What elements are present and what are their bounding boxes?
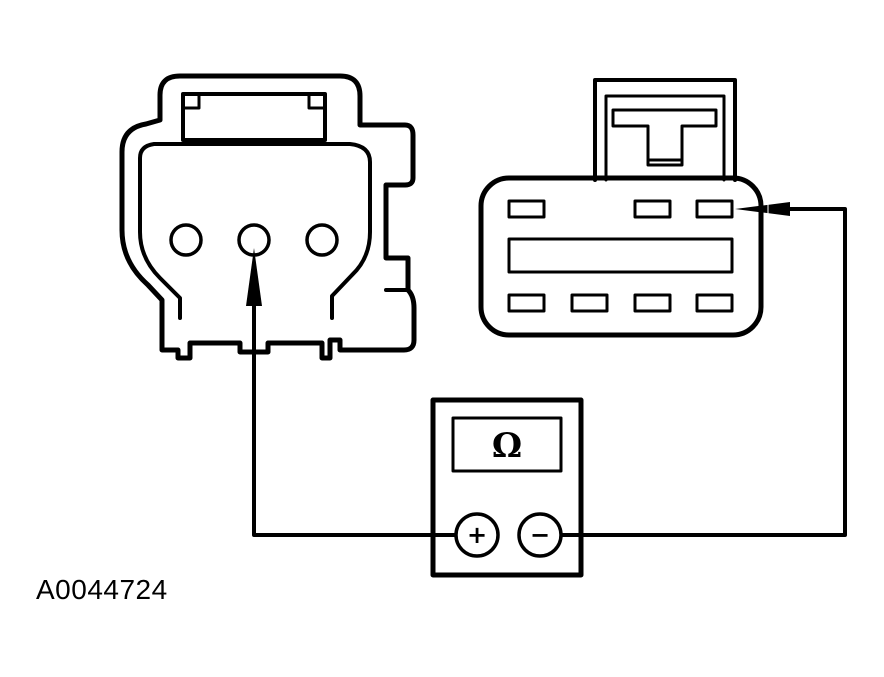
negative-terminal xyxy=(517,512,563,558)
center-slot xyxy=(507,237,734,274)
terminal-slot xyxy=(633,293,672,313)
right-connector xyxy=(478,78,764,338)
ohm-symbol: Ω xyxy=(492,426,522,466)
positive-lead-wire xyxy=(252,338,457,537)
positive-probe xyxy=(246,248,262,340)
positive-terminal xyxy=(454,512,500,558)
negative-terminal-label: − xyxy=(530,521,550,549)
ohmmeter: Ω + − xyxy=(430,397,584,578)
negative-probe xyxy=(735,202,790,216)
terminal-slot xyxy=(633,199,672,219)
left-connector xyxy=(119,73,417,361)
probe-tip-positive xyxy=(246,248,262,306)
negative-lead-wire xyxy=(560,207,847,537)
probe-tip-negative xyxy=(735,202,790,216)
test-leads xyxy=(252,207,847,537)
ohmmeter-display xyxy=(451,416,563,473)
terminal-slot xyxy=(507,199,546,219)
ohmmeter-body xyxy=(430,397,584,578)
figure-id: A0044724 xyxy=(36,574,168,605)
right-pin-socket xyxy=(305,223,339,257)
terminal-slot-tested xyxy=(695,199,734,219)
terminal-slot xyxy=(570,293,609,313)
positive-terminal-label: + xyxy=(467,521,487,549)
terminal-slot xyxy=(507,293,546,313)
terminal-slot xyxy=(695,293,734,313)
left-pin-socket xyxy=(169,223,203,257)
